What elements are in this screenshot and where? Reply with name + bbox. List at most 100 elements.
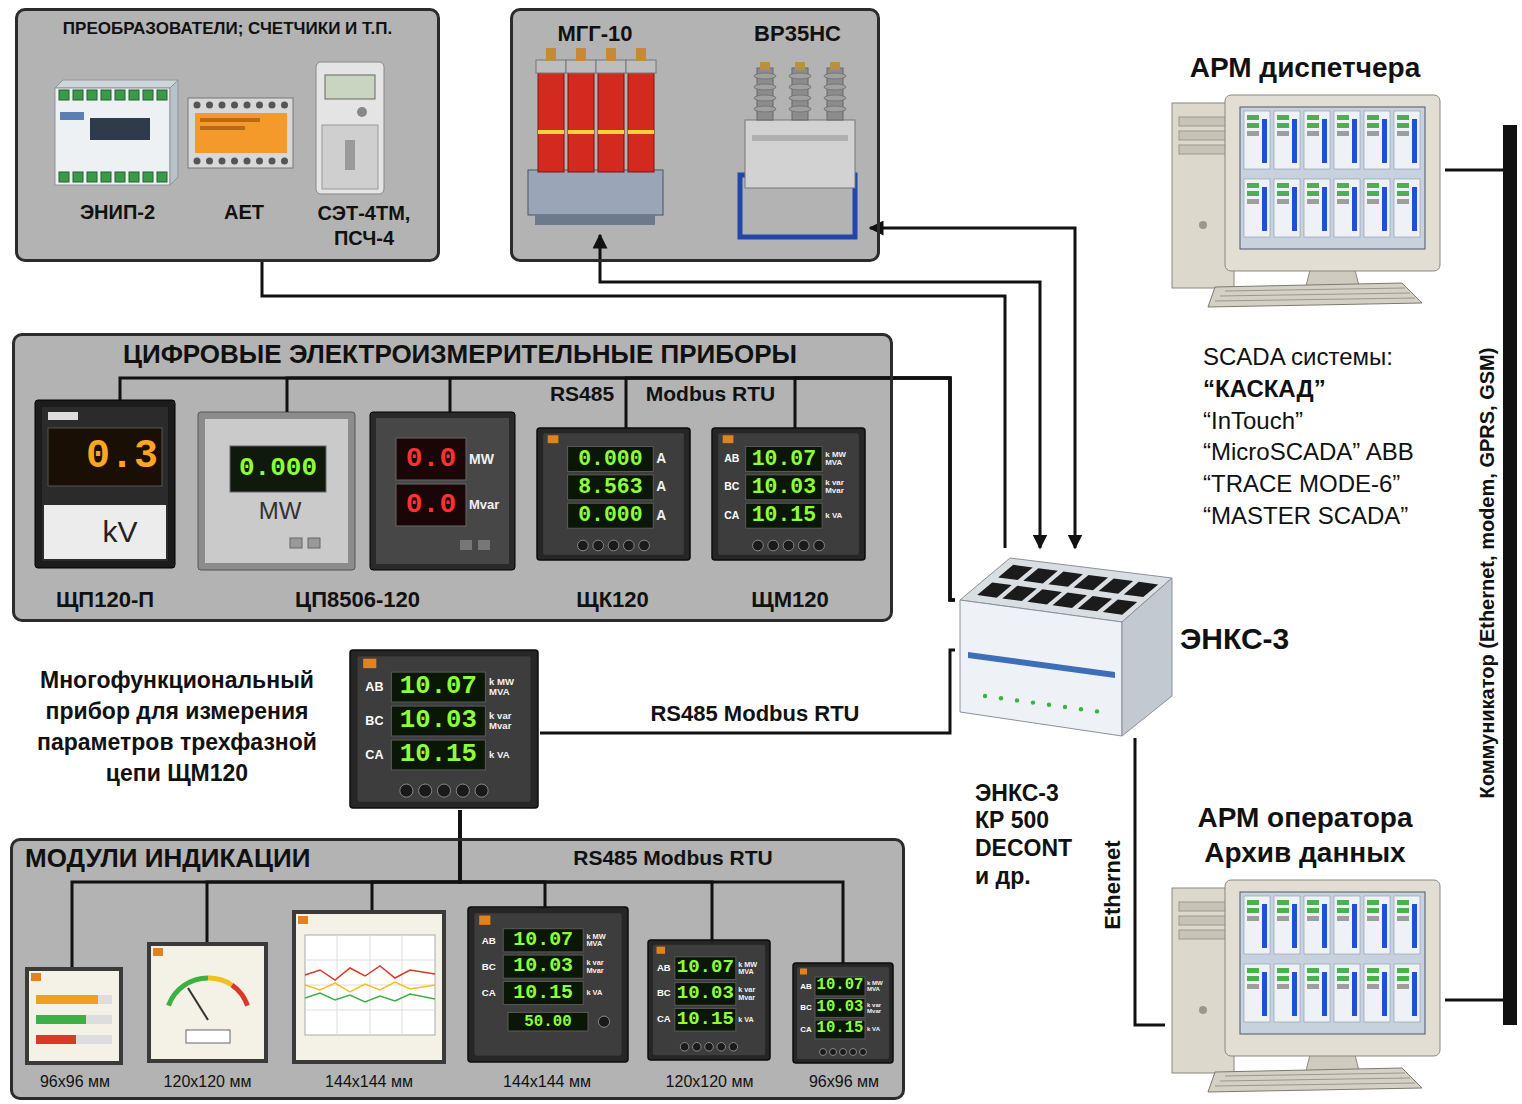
unit-label: k var Mvar	[586, 955, 621, 978]
enip-device	[55, 80, 178, 185]
rotated-holder: Коммуникатор (Ethernet, modem, GPRS, GSM…	[1472, 300, 1500, 845]
insulator-rib	[754, 73, 776, 79]
device-label: ЭНКС-3	[1180, 620, 1308, 658]
meter-button	[820, 1049, 827, 1056]
terminal-screw	[281, 102, 288, 109]
device-label: ЭНИП-2	[45, 198, 190, 226]
meter-button	[400, 784, 413, 797]
computer	[1172, 95, 1440, 307]
meter-cp-right-part	[478, 540, 490, 550]
display-text: 10.07	[675, 957, 736, 980]
terminal	[157, 90, 167, 100]
unit-label: A	[656, 503, 684, 528]
device-label: Многофункциональный прибор для измерения…	[18, 662, 336, 792]
enip-device-part	[55, 88, 170, 185]
module-bars-part	[36, 995, 98, 1004]
switch-vr	[740, 120, 855, 237]
module-bars-part	[29, 971, 119, 1061]
device-node: СЭТ-4ТМ, ПСЧ-4	[300, 58, 428, 256]
group-panel: МОДУЛИ ИНДИКАЦИИ96x96 мм120x120 мм144x14…	[10, 838, 905, 1100]
unit-label: k MW MVA	[825, 446, 859, 471]
connector-label: RS485 Modbus RTU	[630, 700, 880, 727]
phase-label: BC	[720, 475, 744, 500]
insulator-rib	[789, 95, 811, 101]
status-led	[1031, 700, 1035, 704]
meter-cp-right-part	[370, 412, 515, 570]
display-window	[568, 475, 654, 500]
pole-body	[568, 72, 594, 172]
display-text: 0.0	[398, 440, 464, 478]
meter-button	[705, 1043, 714, 1052]
display-text: 0.000	[568, 503, 654, 528]
switch-vr-part	[745, 120, 855, 188]
terminal-screw	[281, 158, 288, 165]
device-label: 96x96 мм	[22, 1070, 128, 1094]
pole-body	[598, 72, 624, 172]
meter-cp-left-part	[205, 419, 348, 563]
terminal	[87, 172, 97, 182]
terminal	[101, 90, 111, 100]
device-label: 144x144 мм	[288, 1070, 450, 1094]
unit-label: MW	[235, 496, 325, 526]
bus-label: Modbus RTU	[633, 381, 788, 407]
status-led	[1015, 698, 1019, 702]
unit-label: k MW MVA	[586, 929, 621, 952]
meter-face	[358, 656, 531, 801]
meter-sch-part	[345, 140, 355, 170]
meter-logo	[800, 969, 807, 975]
group-panel: ПРЕОБРАЗОВАТЕЛИ; СЧЕТЧИКИ И Т.П.ЭНИП-2АЕ…	[15, 8, 440, 262]
display-window	[815, 977, 865, 996]
device-node: АЕТ	[190, 70, 298, 230]
device-node: ВР35НС	[725, 18, 870, 245]
device-label: МГГ-10	[520, 20, 670, 48]
terminal-screw	[256, 158, 263, 165]
terminal-screw	[244, 158, 251, 165]
module-chart-part	[296, 914, 442, 1060]
device-node: 96x96 мм	[22, 967, 128, 1097]
scada-heading: SCADA системы:	[1203, 341, 1465, 372]
module-chart-part	[305, 935, 435, 1035]
meter-shp-part	[48, 412, 78, 420]
display-window	[568, 446, 654, 471]
connector	[1445, 169, 1503, 172]
meter-button	[783, 540, 794, 551]
terminal-screw	[269, 158, 276, 165]
unit-label: k MW MVA	[738, 957, 765, 980]
phase-label: BC	[359, 706, 389, 736]
phase-label: CA	[798, 1020, 814, 1039]
meter-sch-part	[316, 62, 384, 194]
insulator-rib	[754, 106, 776, 112]
meter-body	[712, 428, 865, 560]
meter-logo	[363, 659, 376, 668]
meter-body	[350, 650, 538, 808]
meter-button	[680, 1043, 689, 1052]
connector	[72, 810, 460, 967]
insulator-cap	[830, 62, 840, 70]
terminal-row	[194, 102, 289, 165]
rotated-holder: Ethernet	[1100, 825, 1126, 945]
switch-mgg-part	[528, 170, 663, 215]
terminal-screw	[194, 102, 201, 109]
connector	[540, 650, 955, 733]
terminal	[143, 90, 153, 100]
pole-cap	[596, 60, 626, 73]
device-node: АРМ диспетчера	[1165, 45, 1445, 307]
pole-cap	[536, 60, 566, 73]
terminal	[101, 172, 111, 182]
module-bars-part	[36, 1035, 112, 1044]
module-gauge-part	[208, 978, 232, 985]
terminal	[143, 172, 153, 182]
unit-label: k VA	[825, 503, 859, 528]
device-label: ЩК120	[530, 586, 695, 614]
computer	[1172, 880, 1440, 1092]
meter-button	[437, 784, 450, 797]
terminal-screw	[219, 102, 226, 109]
device-label: АЕТ	[190, 198, 298, 226]
bus-label: RS485 Modbus RTU	[548, 845, 798, 872]
device-node: ЩП120-П	[30, 400, 180, 615]
connector	[460, 810, 545, 907]
pole-band	[538, 130, 564, 134]
